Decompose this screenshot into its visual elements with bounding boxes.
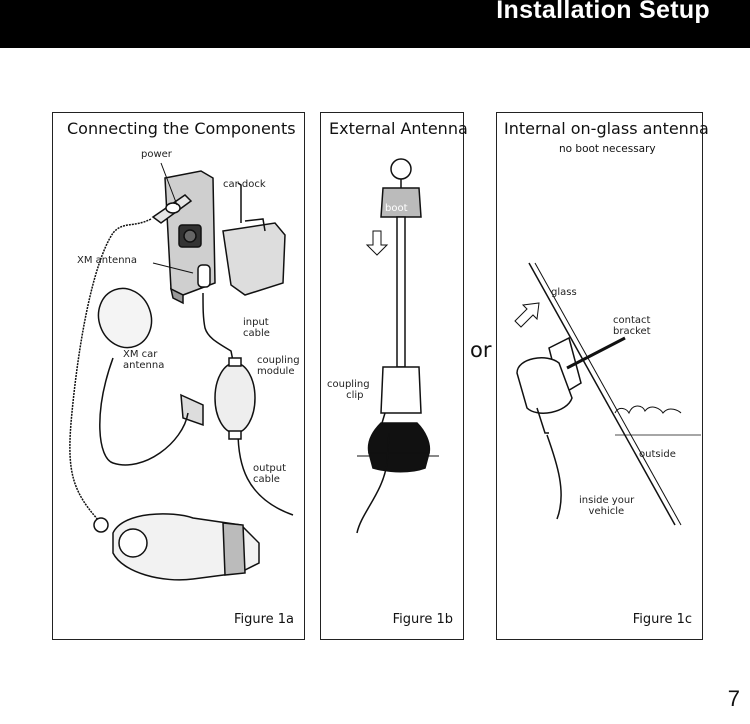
label-inside-vehicle: inside your vehicle — [579, 495, 635, 517]
panel-c-title: Internal on-glass antenna — [504, 119, 709, 138]
label-car-dock: car dock — [223, 179, 266, 190]
label-coupling-clip: coupling clip — [327, 379, 370, 401]
panel-connecting-components: Connecting the Components — [52, 112, 305, 640]
label-xm-antenna: XM antenna — [77, 255, 137, 266]
or-text: or — [470, 338, 492, 362]
panel-external-antenna: External Antenna boot coupling clip Figu… — [320, 112, 468, 640]
label-outside: outside — [639, 449, 676, 460]
label-boot: boot — [385, 203, 408, 214]
label-power: power — [141, 149, 172, 160]
external-antenna-illustration — [356, 158, 439, 534]
label-coupling-module: coupling module — [257, 355, 300, 377]
label-contact-bracket: contact bracket — [613, 315, 651, 337]
panel-b-title: External Antenna — [329, 119, 468, 138]
figure-1a-caption: Figure 1a — [233, 612, 294, 627]
page-header: Installation Setup — [0, 0, 750, 48]
label-xm-car-antenna: XM car antenna — [123, 349, 165, 371]
label-glass: glass — [551, 287, 577, 298]
header-title: Installation Setup — [496, 0, 710, 24]
figure-1c-caption: Figure 1c — [632, 612, 692, 627]
panel-a-title: Connecting the Components — [67, 119, 296, 138]
page-number: 7 — [727, 686, 740, 711]
components-illustration — [69, 162, 294, 581]
internal-antenna-illustration — [514, 262, 701, 526]
panel-internal-antenna: Internal on-glass antenna no boot necess… — [496, 112, 709, 640]
panel-c-subtitle: no boot necessary — [559, 143, 656, 155]
figure-1b-caption: Figure 1b — [392, 612, 453, 627]
label-input-cable: input cable — [243, 317, 270, 339]
label-output-cable: output cable — [253, 463, 286, 485]
